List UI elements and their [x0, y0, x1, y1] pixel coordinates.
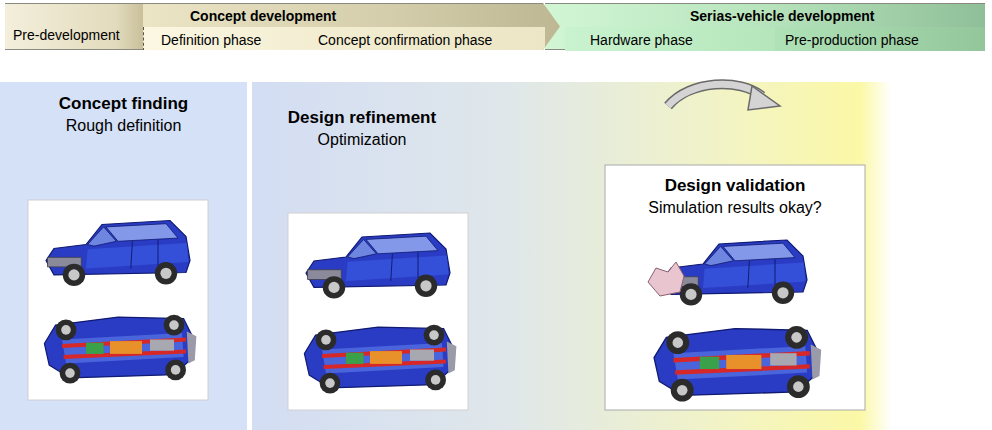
node-heading: Concept development: [190, 7, 560, 25]
car-illustration: [306, 233, 450, 299]
crashed-car-illustration: [663, 240, 807, 306]
subphase-cell: Hardware phase: [565, 27, 775, 51]
iteration-arrow-outline: [668, 84, 762, 106]
stage-panel: Concept findingRough definition: [0, 82, 247, 192]
iteration-arrowhead: [748, 86, 780, 110]
crash-deformation: [648, 262, 684, 296]
image-frame: [288, 213, 468, 410]
phase-band: Serias-vehicle developmentHardware phase…: [545, 3, 985, 50]
node-subtitle: Rough definition: [6, 115, 241, 137]
crashed-car-underside-illustration: [654, 326, 821, 402]
iteration-arrow: [668, 84, 762, 106]
node-heading: Hardware phase: [590, 31, 775, 49]
node-heading: Pre-production phase: [785, 31, 985, 49]
node-heading: Serias-vehicle development: [690, 7, 985, 25]
node-heading: Concept confirmation phase: [318, 31, 545, 49]
validation-frame: [605, 165, 865, 410]
stage-panel: Design validationSimulation results okay…: [605, 165, 865, 225]
car-underside-illustration: [304, 325, 456, 394]
node-heading: Design validation: [609, 175, 861, 197]
stage-panel: Design refinementOptimization: [262, 105, 462, 165]
node-heading: Pre-development: [13, 26, 143, 44]
node-subtitle: Simulation results okay?: [609, 197, 861, 219]
node-subtitle: Optimization: [266, 129, 458, 151]
car-illustration: [46, 221, 190, 287]
subphase-cell: Concept confirmation phase: [310, 27, 545, 51]
car-underside-illustration: [44, 315, 196, 384]
concept-panel: [0, 82, 247, 430]
subphase-cell: Definition phase: [143, 27, 310, 51]
image-frame: [28, 200, 208, 400]
phase-band: Pre-development: [5, 3, 143, 50]
node-heading: Definition phase: [161, 31, 310, 49]
development-panel: [252, 82, 892, 430]
node-heading: Concept finding: [6, 93, 241, 115]
subphase-cell: Pre-production phase: [775, 27, 985, 51]
phase-band: Concept developmentDefinition phase Conce…: [143, 3, 560, 50]
node-heading: Design refinement: [266, 107, 458, 129]
